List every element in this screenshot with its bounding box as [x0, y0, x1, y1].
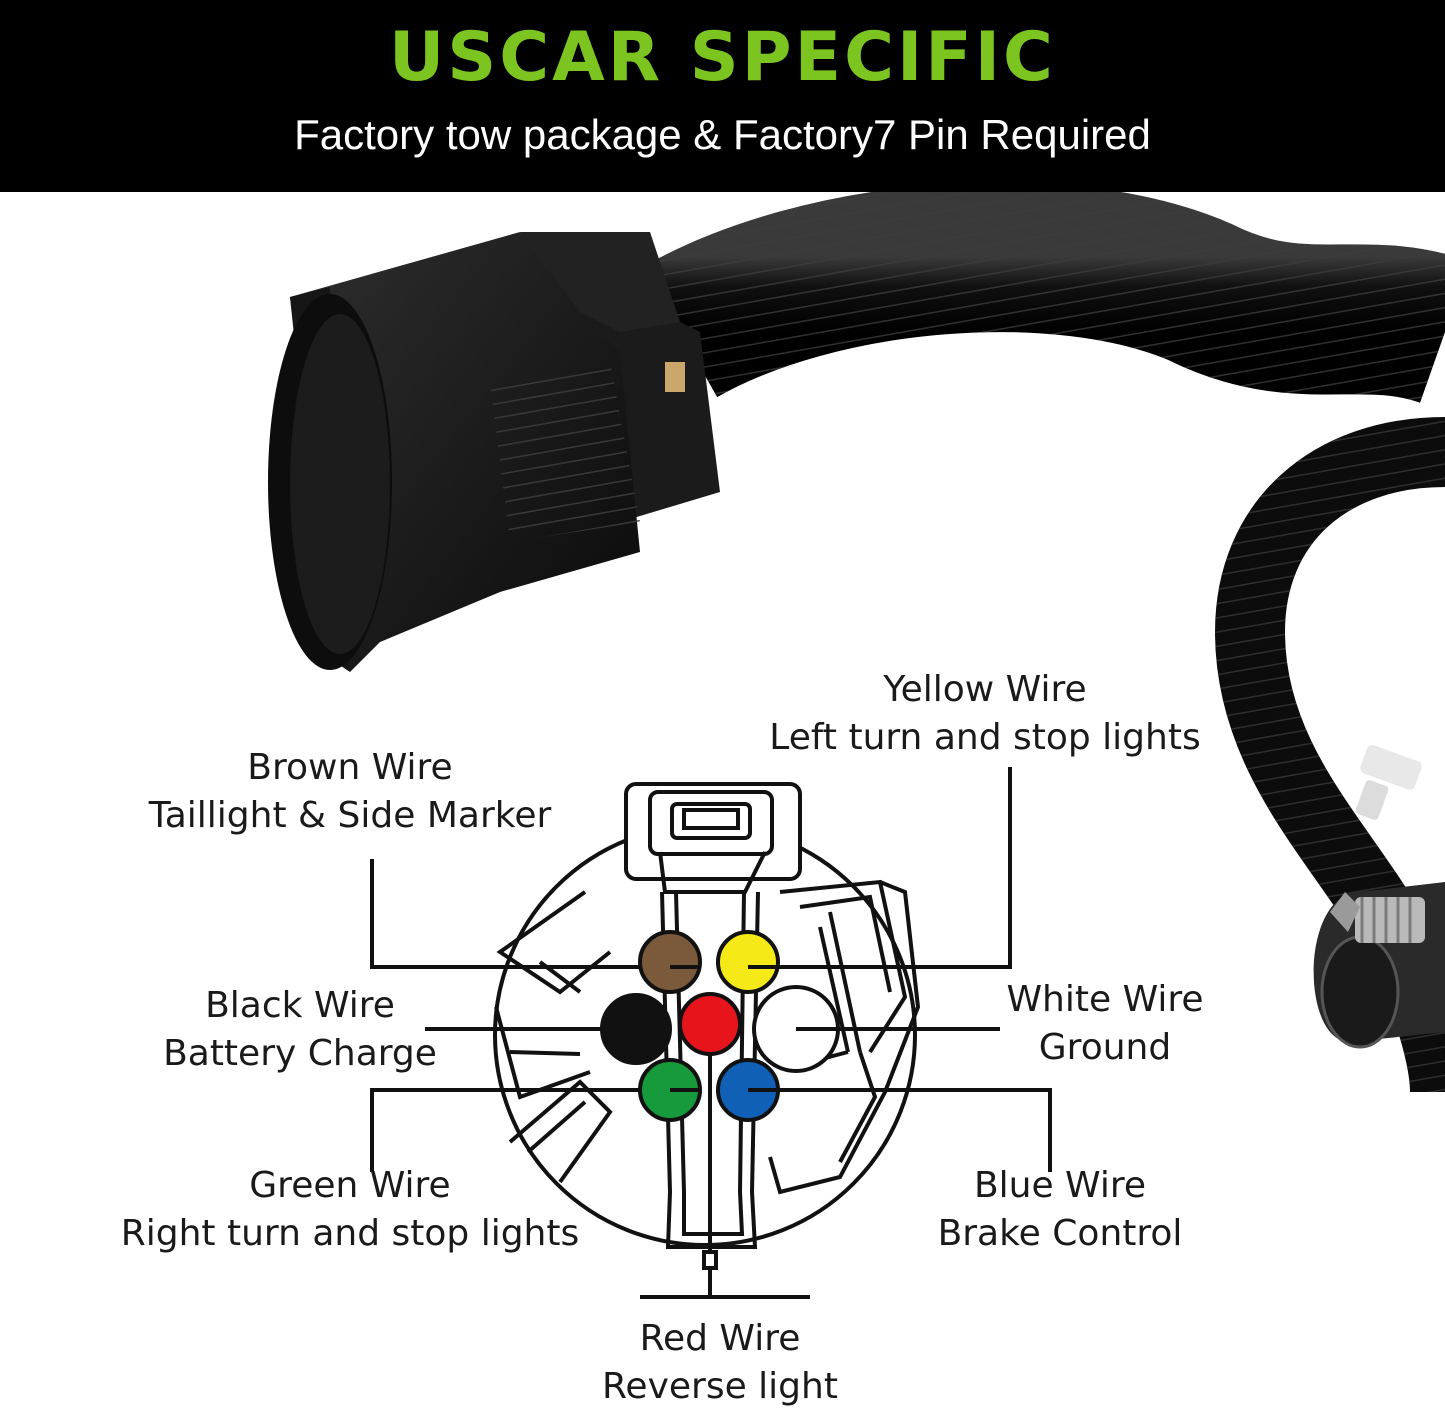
wire-function: Left turn and stop lights — [769, 717, 1201, 758]
label-brown-wire: Brown Wire Taillight & Side Marker — [110, 744, 590, 840]
wire-name: Brown Wire — [247, 747, 453, 788]
label-blue-wire: Blue Wire Brake Control — [915, 1162, 1205, 1258]
wire-function: Battery Charge — [163, 1033, 437, 1074]
product-scene — [268, 192, 1445, 1299]
wire-function: Brake Control — [937, 1213, 1183, 1254]
pin-brown — [638, 930, 702, 994]
pin-red — [678, 992, 742, 1056]
header-banner: USCAR SPECIFIC Factory tow package & Fac… — [0, 0, 1445, 192]
banner-subtitle: Factory tow package & Factory7 Pin Requi… — [294, 111, 1151, 158]
wire-name: Black Wire — [205, 985, 395, 1026]
wire-function: Reverse light — [602, 1366, 838, 1407]
pin-centers — [636, 965, 838, 1092]
wire-function: Right turn and stop lights — [120, 1213, 580, 1254]
wire-name: Yellow Wire — [883, 669, 1087, 710]
ground-terminal — [1313, 882, 1445, 1049]
label-green-wire: Green Wire Right turn and stop lights — [95, 1162, 605, 1258]
banner-title: USCAR SPECIFIC — [389, 18, 1056, 97]
wire-name: Green Wire — [249, 1165, 451, 1206]
plug-body — [268, 232, 720, 672]
label-red-wire: Red Wire Reverse light — [580, 1315, 860, 1411]
wire-name: Blue Wire — [973, 1165, 1147, 1206]
wire-function: Ground — [1038, 1027, 1172, 1068]
pin-yellow — [716, 930, 780, 994]
wire-name: Red Wire — [639, 1318, 801, 1359]
wire-name: White Wire — [1006, 979, 1204, 1020]
wire-function: Taillight & Side Marker — [148, 795, 552, 836]
cable-tie — [1355, 745, 1422, 820]
label-black-wire: Black Wire Battery Charge — [140, 982, 460, 1078]
label-yellow-wire: Yellow Wire Left turn and stop lights — [740, 666, 1230, 762]
label-white-wire: White Wire Ground — [990, 976, 1220, 1072]
